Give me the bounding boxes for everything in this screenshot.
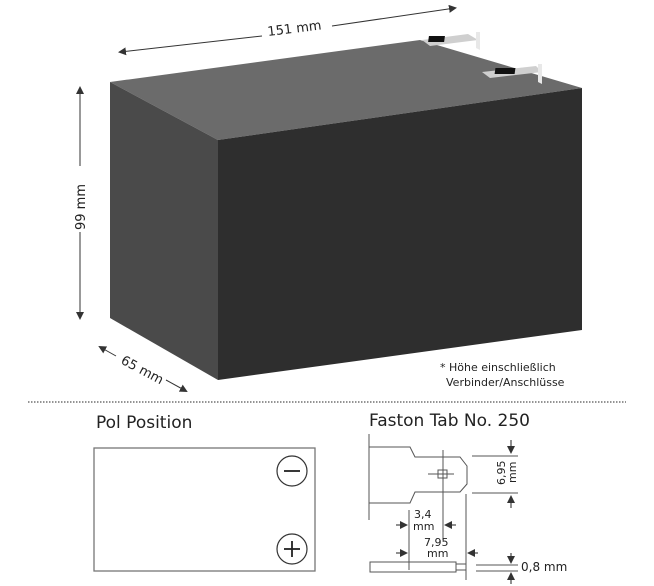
terminal-2	[482, 64, 542, 84]
faston-tab-drawing	[368, 434, 518, 580]
faston-tab-title: Faston Tab No. 250	[369, 411, 530, 431]
footnote-line-1: * Höhe einschließlich	[440, 361, 556, 374]
pol-position-outline	[93, 447, 316, 572]
battery-side-face	[110, 82, 218, 380]
battery-top-face	[110, 40, 582, 140]
plus-icon	[276, 533, 308, 565]
tab-width-value: 6,95	[495, 461, 508, 486]
terminal-1	[422, 32, 480, 50]
tab-length-value: 7,95	[424, 536, 449, 549]
height-label: 99 mm	[74, 184, 89, 230]
depth-label: 65 mm	[118, 353, 166, 388]
battery-front-face	[218, 88, 582, 380]
tab-length-unit: mm	[427, 547, 448, 560]
minus-icon	[276, 455, 308, 487]
battery-box	[110, 40, 582, 380]
tab-thickness-label: 0,8 mm	[521, 560, 567, 574]
height-dimension: 99 mm	[74, 86, 89, 320]
pol-position-title: Pol Position	[96, 413, 192, 433]
length-label: 151 mm	[267, 18, 323, 40]
faston-arrows	[396, 440, 515, 584]
hole-offset-value: 3,4	[414, 508, 432, 521]
hole-offset-unit: mm	[413, 520, 434, 533]
tab-width-unit: mm	[506, 462, 519, 483]
length-dimension: 151 mm	[118, 4, 457, 56]
footnote-line-2: Verbinder/Anschlüsse	[446, 376, 565, 389]
